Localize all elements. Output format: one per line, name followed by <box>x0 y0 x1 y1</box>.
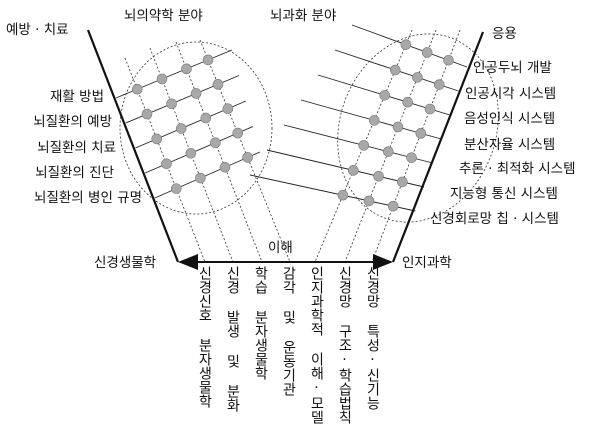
bottom-item: 신경망 특성·신기능 <box>364 266 381 410</box>
intersection-dot <box>166 98 177 110</box>
right-solid-line <box>249 174 416 212</box>
right-item: 인공두뇌 개발 <box>473 60 552 76</box>
intersection-dot <box>412 72 423 83</box>
intersection-dot <box>358 140 370 151</box>
intersection-dot <box>348 165 359 176</box>
intersection-dot <box>219 162 231 173</box>
bottom-item: 신경신호 분자생물학 <box>196 266 213 408</box>
right-item: 신경회로망 칩 · 시스템 <box>430 211 559 227</box>
left-item: 뇌질환의 병인 규명 <box>34 190 142 206</box>
bottom-item: 신경 발생 및 분화 <box>224 266 241 412</box>
intersection-dot <box>185 147 197 159</box>
intersection-dot <box>222 103 234 115</box>
intersection-dot <box>190 88 202 99</box>
right-dashed-line <box>344 29 437 263</box>
intersection-dot <box>379 89 391 101</box>
right-item: 분산자율 시스템 <box>464 137 556 153</box>
left-top-label: 예방 · 치료 <box>6 22 69 38</box>
intersection-dot <box>421 47 433 58</box>
intersection-dot <box>170 183 182 194</box>
left-item: 재활 방법 <box>50 89 104 105</box>
left-field-label: 뇌의약학 분야 <box>124 8 203 24</box>
intersection-dot <box>210 137 221 149</box>
intersection-dot <box>382 146 394 157</box>
intersection-dot <box>433 79 445 90</box>
bottom-item: 인지과학적 이해·모델 <box>308 266 325 424</box>
intersection-dot <box>402 96 413 108</box>
intersection-dot <box>212 79 224 90</box>
right-axis-line <box>391 31 485 263</box>
understanding-label: 이해 <box>268 240 293 256</box>
intersection-dot <box>443 54 454 66</box>
intersection-dot <box>392 121 404 133</box>
right-field-label: 뇌과화 분야 <box>270 8 337 24</box>
left-item: 뇌질환의 진단 <box>35 165 114 181</box>
right-item: 지능형 통신 시스템 <box>450 186 558 202</box>
right-axis-label: 인지과학 <box>402 255 452 271</box>
bottom-item: 신경망 구조·학습법칙 <box>336 266 353 424</box>
intersection-dot <box>151 133 163 145</box>
intersection-dot <box>389 64 401 76</box>
right-item: 추론 · 최적화 시스템 <box>459 161 576 177</box>
left-item: 뇌질환의 치료 <box>37 140 116 156</box>
left-dashed-line <box>199 39 291 263</box>
left-axis-label: 신경생물학 <box>94 255 157 271</box>
intersection-dot <box>337 189 349 201</box>
left-item: 뇌질환의 예방 <box>33 114 112 130</box>
intersection-dot <box>131 83 143 95</box>
intersection-dot <box>156 73 168 85</box>
intersection-dot <box>181 63 192 75</box>
intersection-dot <box>363 195 375 207</box>
intersection-dot <box>202 54 214 66</box>
intersection-dot <box>406 152 417 163</box>
left-dashed-line <box>175 41 263 263</box>
right-dashed-line <box>371 29 461 263</box>
intersection-dot <box>175 123 187 134</box>
left-field-ellipse <box>119 41 273 215</box>
intersection-dot <box>387 200 399 212</box>
intersection-dot <box>200 112 212 124</box>
intersection-dot <box>232 127 244 139</box>
intersection-dot <box>195 172 206 184</box>
right-top-label: 응용 <box>492 26 517 42</box>
intersection-dot <box>141 108 153 120</box>
right-field-ellipse <box>337 33 499 223</box>
intersection-dot <box>373 171 384 182</box>
right-item: 인공시각 시스템 <box>465 86 557 102</box>
intersection-dot <box>242 152 253 163</box>
bottom-item: 학습 분자생물학 <box>252 266 269 380</box>
right-item: 음성인식 시스템 <box>464 111 556 127</box>
intersection-dot <box>397 176 408 188</box>
left-axis-line <box>86 29 180 263</box>
intersection-dot <box>368 115 380 126</box>
intersection-dot <box>400 39 412 50</box>
bottom-item: 감각 및 운동기관 <box>280 266 297 396</box>
intersection-dot <box>424 103 436 115</box>
intersection-dot <box>415 128 427 139</box>
intersection-dot <box>161 158 172 170</box>
